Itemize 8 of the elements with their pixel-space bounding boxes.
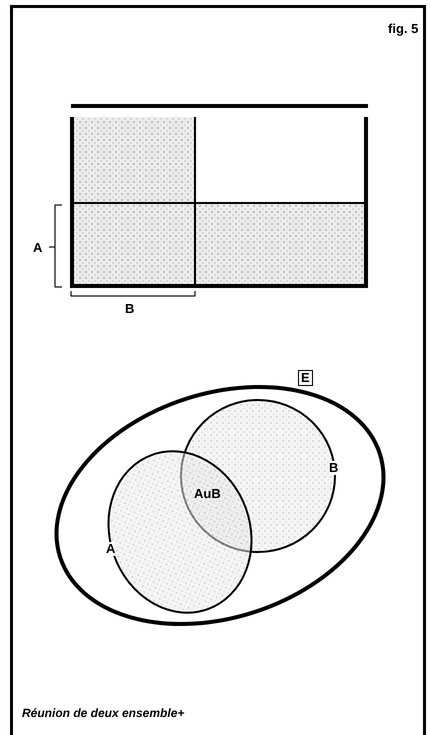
dimension-label: B (125, 302, 134, 316)
figure-caption: Réunion de deux ensemble+ (22, 706, 184, 720)
set-label: E (298, 370, 313, 386)
set-label: A (106, 542, 116, 556)
dimension-label: A (33, 241, 42, 255)
figure-number: fig. 5 (388, 22, 418, 36)
intersection-label: AuB (194, 487, 221, 501)
set-label: B (329, 461, 338, 475)
